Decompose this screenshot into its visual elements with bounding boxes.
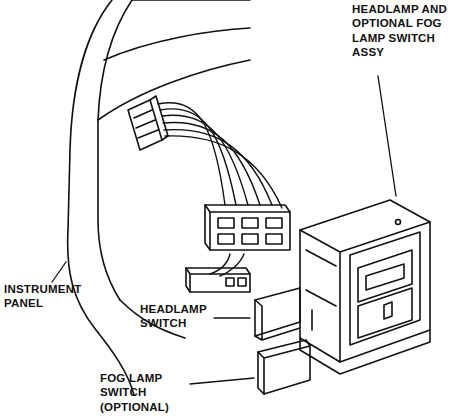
leader-lines [52,76,396,384]
fog-lamp-switch-cap [258,340,310,394]
switch-assembly [300,200,430,374]
panel-label: INSTRUMENT PANEL [4,282,94,311]
two-pin-connector [186,268,250,292]
harness-connector [128,96,168,150]
instrument-panel [68,0,250,395]
headlamp-switch-knob [255,288,300,340]
part-label: FOG LAMP SWITCH (OPTIONAL) [100,371,188,414]
part-label: HEADLAMP SWITCH [140,302,212,331]
assembly-label: HEADLAMP AND OPTIONAL FOG LAMP SWITCH AS… [352,2,470,60]
six-pin-connector [205,205,290,250]
